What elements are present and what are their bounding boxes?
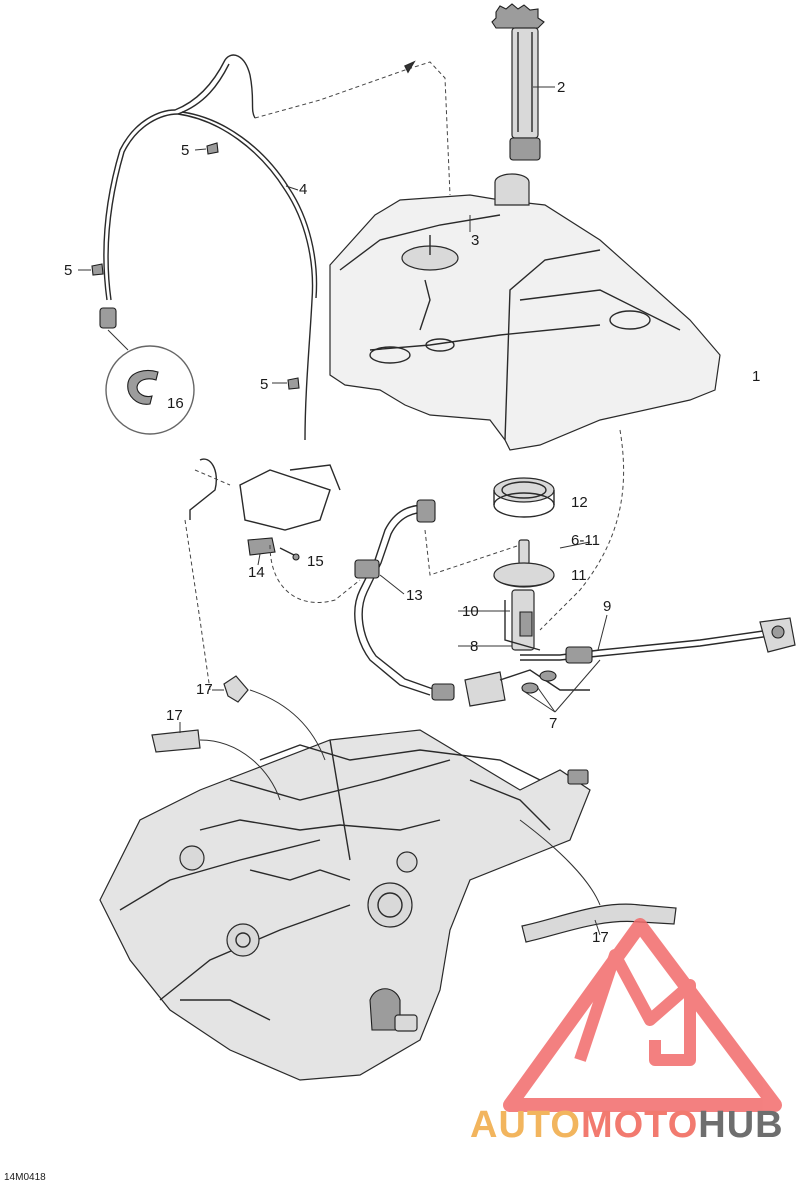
hose-17-b xyxy=(151,729,201,753)
callout-3: 3 xyxy=(471,232,479,249)
wiring-harness-9 xyxy=(520,617,796,664)
screw-15 xyxy=(279,547,300,561)
fuel-pump-module xyxy=(493,539,555,651)
clip-5-top xyxy=(206,142,219,155)
hose-17-a xyxy=(223,675,249,703)
callout-16: 16 xyxy=(167,395,184,412)
callout-5-top: 5 xyxy=(181,142,189,159)
callout-10: 10 xyxy=(462,603,479,620)
connectors-7 xyxy=(464,669,590,707)
callout-8: 8 xyxy=(470,638,478,655)
callout-17-a: 17 xyxy=(196,681,213,698)
lock-ring-12 xyxy=(493,477,555,518)
callout-5-lower: 5 xyxy=(260,376,268,393)
callout-1: 1 xyxy=(752,368,760,385)
callout-7: 7 xyxy=(549,715,557,732)
detail-16 xyxy=(99,307,195,435)
callout-17-c: 17 xyxy=(592,929,609,946)
engine-assembly xyxy=(99,729,591,1081)
callout-13: 13 xyxy=(406,587,423,604)
watermark-moto: MOTO xyxy=(581,1104,698,1146)
callout-12: 12 xyxy=(571,494,588,511)
watermark-auto: AUTO xyxy=(470,1104,581,1146)
fuel-tank xyxy=(329,173,721,451)
automotohub-logo xyxy=(503,918,782,1112)
callout-14: 14 xyxy=(248,564,265,581)
fuel-hose-13 xyxy=(269,499,521,701)
callout-5-left: 5 xyxy=(64,262,72,279)
callout-4: 4 xyxy=(299,181,307,198)
clip-5-left xyxy=(91,263,104,276)
watermark-text: AUTOMOTOHUB xyxy=(470,1104,784,1146)
callout-15: 15 xyxy=(307,553,324,570)
logo-inner-mark-icon xyxy=(574,949,696,1066)
watermark-hub: HUB xyxy=(698,1104,783,1146)
reference-code: 14M0418 xyxy=(4,1172,46,1183)
pump-path-dash xyxy=(539,429,625,631)
logo-triangle-icon xyxy=(503,918,782,1112)
callout-11: 11 xyxy=(571,567,587,584)
fuel-level-gauge xyxy=(491,3,545,161)
callout-2: 2 xyxy=(557,79,565,96)
callout-17-b: 17 xyxy=(166,707,183,724)
callout-9: 9 xyxy=(603,598,611,615)
hose-17-c xyxy=(521,903,677,943)
clamp-14 xyxy=(247,537,276,556)
bracket-assembly xyxy=(184,458,341,691)
vent-hose xyxy=(103,54,451,441)
leader-lines xyxy=(78,86,608,936)
callout-6-11: 6-11 xyxy=(571,532,600,549)
clip-5-lower xyxy=(287,377,300,390)
